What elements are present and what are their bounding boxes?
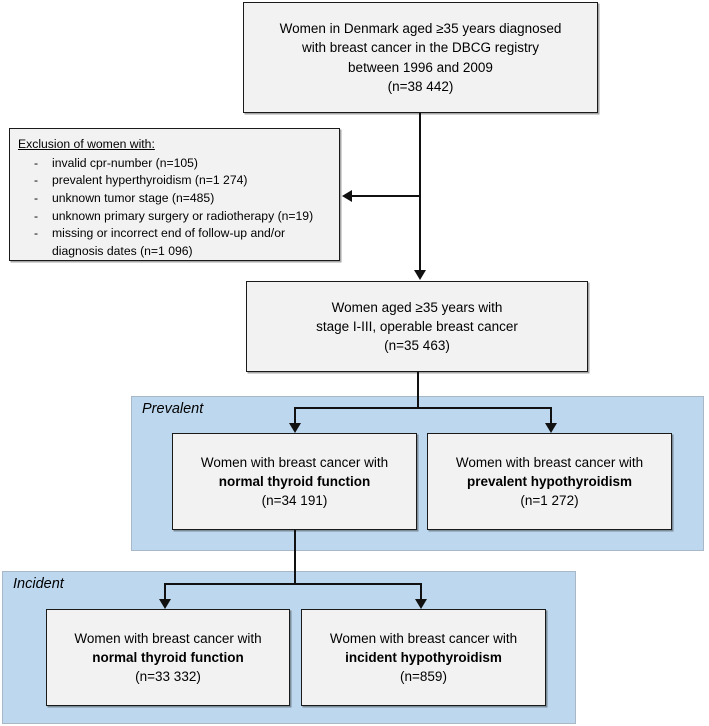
bullet-dash-icon: -: [34, 155, 39, 170]
incident-normal-line-1: Women with breast cancer with: [74, 630, 262, 646]
prevalent-normal-line-2: normal thyroid function: [218, 473, 371, 489]
exclusion-item: - missing or incorrect end of follow-up …: [18, 225, 333, 260]
node-incident-hypo: Women with breast cancer with incident h…: [301, 609, 546, 706]
arrow-to-incident-normal: [158, 599, 171, 609]
cohort-top-count: (n=38 442): [387, 78, 454, 94]
connector-incident-left-drop: [164, 583, 166, 601]
bullet-dash-icon: -: [34, 208, 39, 223]
connector-incident-split: [164, 583, 421, 585]
arrow-to-prevalent-hypo: [544, 423, 557, 433]
incident-hypo-count: (n=859): [400, 669, 447, 685]
exclusion-box: Exclusion of women with: - invalid cpr-n…: [9, 128, 340, 261]
incident-hypo-line-2: incident hypothyroidism: [345, 649, 502, 665]
exclusion-item: - invalid cpr-number (n=105): [18, 155, 333, 173]
exclusion-item: - unknown primary surgery or radiotherap…: [18, 208, 333, 226]
incident-normal-count: (n=33 332): [135, 669, 201, 685]
prevalent-normal-line-1: Women with breast cancer with: [200, 454, 389, 470]
connector-prevalent-trunk: [417, 372, 419, 408]
bullet-dash-icon: -: [34, 191, 39, 206]
exclusion-item-text: prevalent hyperthyroidism (n=1 274): [52, 173, 248, 188]
prevalent-normal-count: (n=34 191): [261, 493, 328, 509]
cohort-top-line-3: between 1996 and 2009: [348, 59, 493, 75]
exclusion-heading: Exclusion of women with:: [18, 137, 155, 151]
node-cohort-top: Women in Denmark aged ≥35 years diagnose…: [243, 2, 598, 113]
prevalent-hypo-line-2: prevalent hypothyroidism: [466, 473, 633, 489]
incident-hypo-line-1: Women with breast cancer with: [329, 630, 518, 646]
connector-prevalent-right-drop: [550, 407, 552, 425]
connector-prevalent-left-drop: [294, 407, 296, 425]
exclusion-list: - invalid cpr-number (n=105) - prevalent…: [18, 155, 333, 261]
arrow-to-exclusion: [342, 189, 352, 202]
cohort-eligible-line-1: Women aged ≥35 years with: [331, 299, 503, 315]
bullet-dash-icon: -: [34, 173, 39, 188]
exclusion-item-text: unknown tumor stage (n=485): [52, 191, 215, 206]
exclusion-item-text-continued: diagnosis dates (n=1 096): [52, 244, 193, 259]
connector-exclusion-branch: [352, 195, 420, 197]
incident-normal-line-2: normal thyroid function: [92, 649, 244, 665]
exclusion-item-text: invalid cpr-number (n=105): [52, 155, 198, 170]
connector-incident-right-drop: [420, 583, 422, 601]
prevalent-hypo-count: (n=1 272): [520, 493, 579, 509]
node-prevalent-normal: Women with breast cancer with normal thy…: [172, 433, 417, 530]
arrow-to-prevalent-normal: [288, 423, 301, 433]
prevalent-hypo-line-1: Women with breast cancer with: [455, 454, 644, 470]
cohort-top-line-1: Women in Denmark aged ≥35 years diagnose…: [279, 21, 562, 37]
node-incident-normal: Women with breast cancer with normal thy…: [46, 609, 290, 706]
node-cohort-eligible: Women aged ≥35 years with stage I-III, o…: [246, 281, 588, 372]
arrow-top-to-eligible: [413, 270, 426, 280]
panel-incident-label: Incident: [13, 576, 64, 592]
exclusion-item-text: missing or incorrect end of follow-up an…: [52, 226, 286, 241]
node-prevalent-hypo: Women with breast cancer with prevalent …: [427, 433, 672, 530]
exclusion-item: - unknown tumor stage (n=485): [18, 190, 333, 208]
exclusion-item: - prevalent hyperthyroidism (n=1 274): [18, 172, 333, 190]
connector-top-trunk: [419, 113, 421, 270]
exclusion-item-text: unknown primary surgery or radiotherapy …: [52, 208, 314, 223]
panel-prevalent-label: Prevalent: [142, 401, 204, 417]
connector-incident-trunk: [294, 530, 296, 584]
arrow-to-incident-hypo: [414, 599, 427, 609]
connector-prevalent-split: [294, 407, 551, 409]
cohort-top-line-2: with breast cancer in the DBCG registry: [301, 40, 540, 56]
bullet-dash-icon: -: [34, 226, 39, 241]
cohort-eligible-count: (n=35 463): [384, 338, 450, 354]
cohort-eligible-line-2: stage I-III, operable breast cancer: [316, 318, 518, 334]
